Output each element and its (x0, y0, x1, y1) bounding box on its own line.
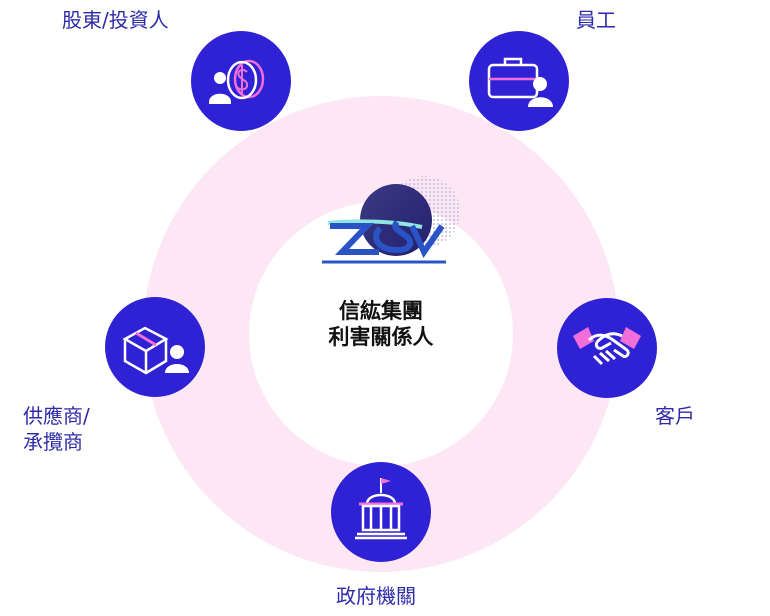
node-employees (469, 31, 569, 131)
center-title-line-1: 信紘集團 (339, 299, 423, 323)
label-customers: 客戶 (655, 404, 695, 428)
node-customers (557, 298, 657, 398)
node-shareholders (191, 31, 291, 131)
company-logo (322, 176, 460, 264)
label-suppliers-line-2: 承攬商 (23, 430, 83, 454)
government-building-icon (355, 478, 407, 540)
label-government: 政府機關 (336, 584, 416, 608)
center-title-line-2: 利害關係人 (328, 325, 434, 349)
node-government (331, 462, 431, 562)
label-shareholders: 股東/投資人 (62, 8, 169, 32)
label-suppliers-line-1: 供應商/ (23, 404, 90, 428)
employee-icon (487, 57, 553, 107)
handshake-icon (573, 327, 641, 366)
investor-icon (209, 59, 265, 104)
label-suppliers: 供應商/ 承攬商 (23, 403, 90, 455)
supplier-package-icon (122, 326, 189, 375)
node-suppliers (105, 297, 205, 397)
label-employees: 員工 (576, 8, 616, 32)
center-title: 信紘集團 利害關係人 (281, 298, 481, 350)
